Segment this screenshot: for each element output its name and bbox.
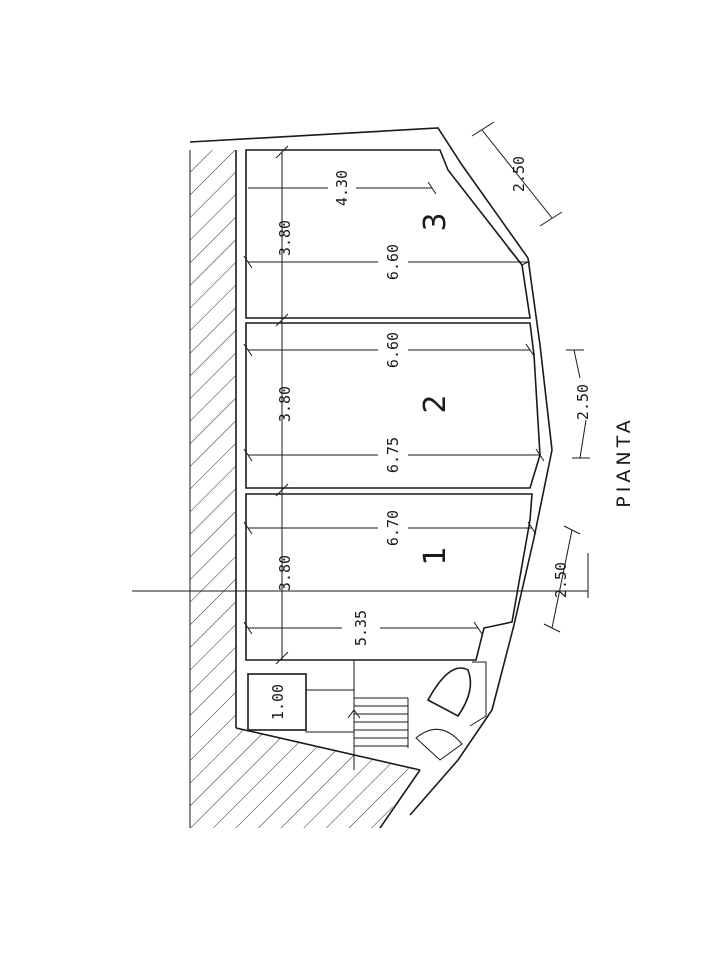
facade-segment-1: 2.50 [510,156,528,192]
room-number-3: 3 [418,212,453,231]
room-1-depth-a: 6.70 [384,510,402,546]
room-number-2: 2 [418,394,453,413]
room-3-outline [245,149,531,319]
room-numbers: 3 2 1 [418,212,453,565]
facade-segment-3: 2.50 [552,562,570,598]
facade-dimension-lines [471,121,590,633]
staircase [247,660,487,770]
depth-dimension-lines [243,181,545,635]
building-outline [189,127,553,829]
room-3-depth-b: 6.60 [384,244,402,280]
room-2-depth-b: 6.75 [384,437,402,473]
room-1-outline [245,493,533,661]
width-label-room-2: 3.80 [276,386,294,422]
width-dimension-line [275,145,289,665]
section-line [132,553,589,598]
width-label-room-3: 3.80 [276,220,294,256]
plan-title: PIANTA [613,416,635,507]
room-number-1: 1 [418,546,453,565]
width-label-room-1: 3.80 [276,555,294,591]
dimension-labels: 3.80 3.80 3.80 4.30 6.60 6.60 6.75 6.70 … [269,156,592,720]
room-1-depth-b: 5.35 [352,610,370,646]
stair-width-label: 1.00 [269,684,287,720]
terrain-hatching [189,150,415,828]
room-3-depth-a: 4.30 [333,170,351,206]
facade-segment-2: 2.50 [574,384,592,420]
room-2-depth-a: 6.60 [384,332,402,368]
